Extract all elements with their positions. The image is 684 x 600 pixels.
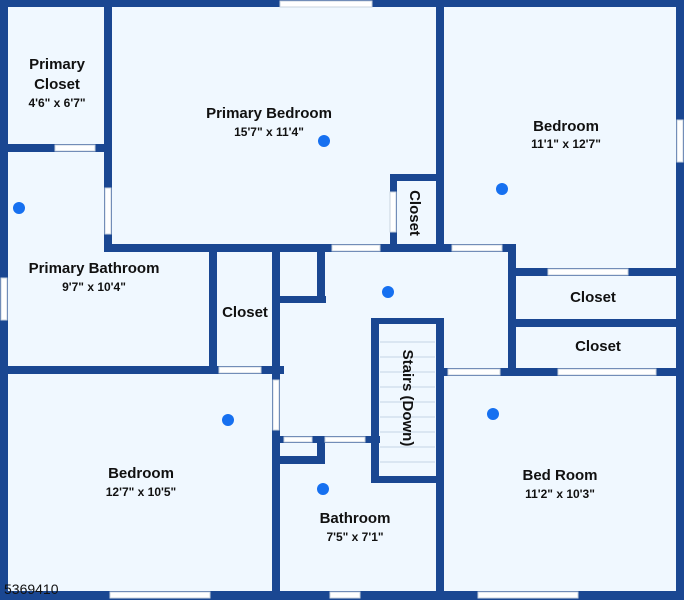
primary-closet-name-2: Closet xyxy=(34,76,80,93)
bedroom-ne-dims: 11'1" x 12'7" xyxy=(531,137,601,151)
bed-room-se-dims: 11'2" x 10'3" xyxy=(525,487,595,501)
bed-room-se-name: Bed Room xyxy=(523,467,598,484)
primary-bathroom-name: Primary Bathroom xyxy=(29,260,160,277)
marker-primary-bathroom[interactable] xyxy=(13,202,25,214)
marker-bathroom[interactable] xyxy=(317,483,329,495)
marker-bed-room-se[interactable] xyxy=(487,408,499,420)
room-labels: Primary Closet 4'6" x 6'7" Primary Bedro… xyxy=(28,56,620,544)
bedroom-sw-dims: 12'7" x 10'5" xyxy=(106,485,176,499)
listing-id: 5369410 xyxy=(4,581,59,597)
primary-closet-name-1: Primary xyxy=(29,56,86,73)
primary-bathroom-dims: 9'7" x 10'4" xyxy=(62,280,126,294)
closet-east-1-name: Closet xyxy=(570,289,616,306)
bedroom-ne-name: Bedroom xyxy=(533,118,599,135)
primary-bedroom-dims: 15'7" x 11'4" xyxy=(234,125,304,139)
marker-primary-bedroom[interactable] xyxy=(318,135,330,147)
marker-hallway[interactable] xyxy=(382,286,394,298)
bathroom-name: Bathroom xyxy=(320,510,391,527)
stair-treads xyxy=(380,341,435,463)
bedroom-sw-name: Bedroom xyxy=(108,465,174,482)
marker-bedroom-sw[interactable] xyxy=(222,414,234,426)
room-markers xyxy=(13,135,508,495)
floor-area xyxy=(4,4,680,596)
stairs-name: Stairs (Down) xyxy=(399,350,416,447)
primary-bedroom-name: Primary Bedroom xyxy=(206,105,332,122)
marker-bedroom-ne[interactable] xyxy=(496,183,508,195)
closet-center-name: Closet xyxy=(222,304,268,321)
bathroom-dims: 7'5" x 7'1" xyxy=(326,530,383,544)
primary-closet-dims: 4'6" x 6'7" xyxy=(28,96,85,110)
closet-east-2-name: Closet xyxy=(575,338,621,355)
closet-primary-bed-name: Closet xyxy=(406,190,423,236)
